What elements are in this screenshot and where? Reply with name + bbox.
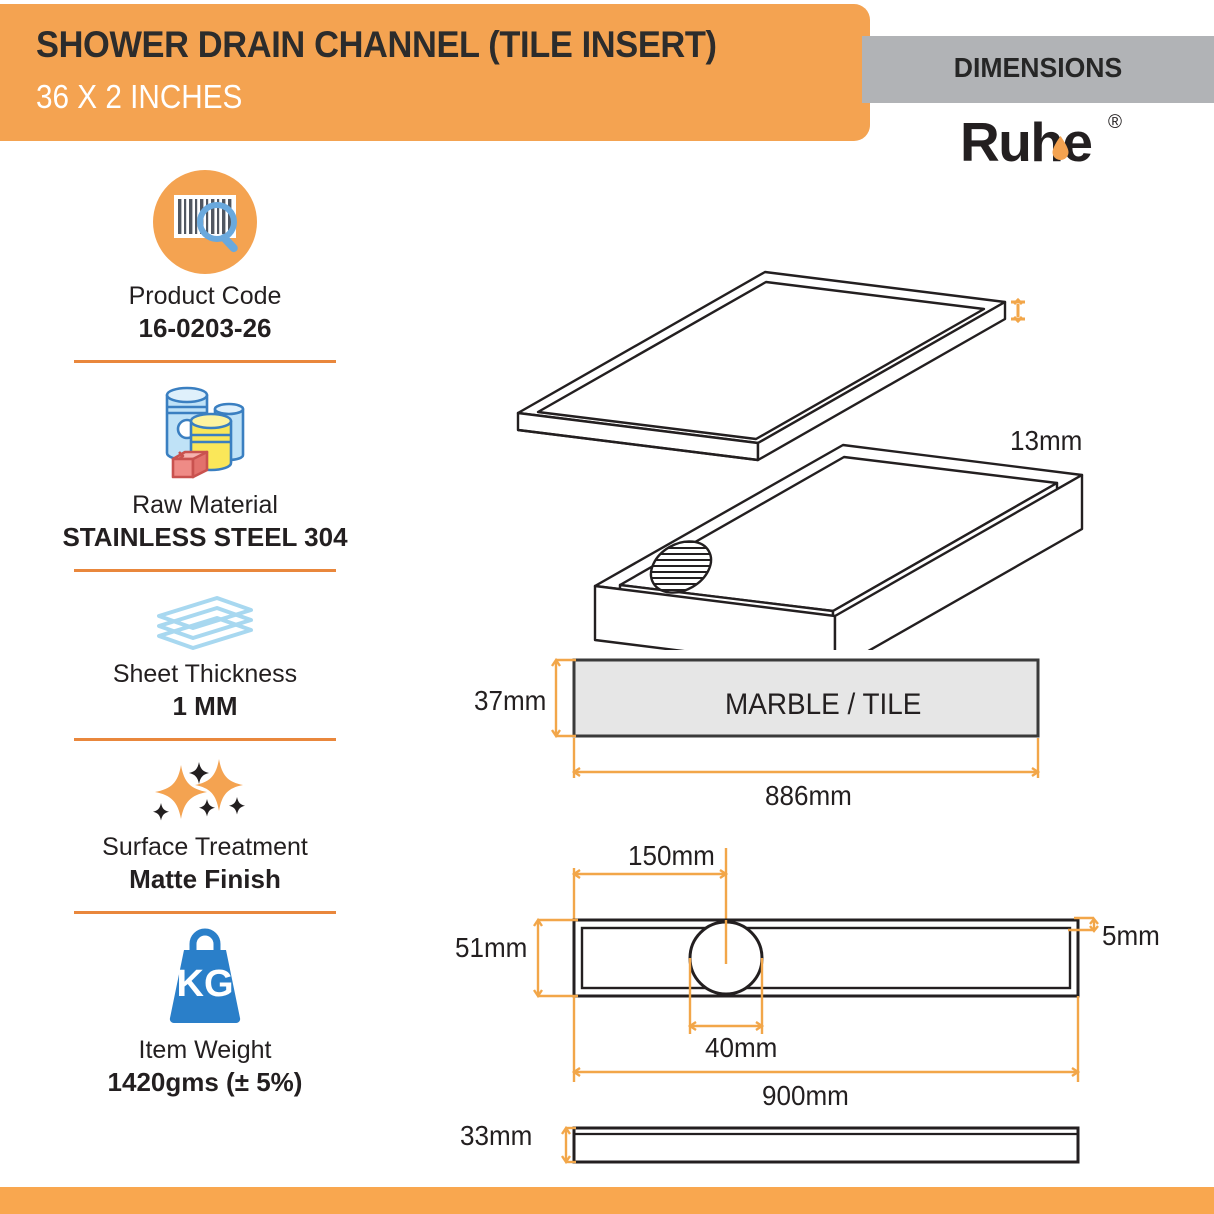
header-orange-panel xyxy=(0,4,870,141)
dim-line-51mm xyxy=(533,917,578,999)
spec-divider xyxy=(74,910,336,914)
spec-label: Item Weight xyxy=(138,1035,272,1064)
brand-logo: Ruhe ® xyxy=(960,110,1140,173)
brand-wordmark: Ruhe xyxy=(960,111,1093,173)
registered-trademark-icon: ® xyxy=(1108,112,1122,133)
barrels-box-icon xyxy=(165,386,245,479)
dim-label-5mm: 5mm xyxy=(1102,920,1160,951)
dimensions-bar: DIMENSIONS xyxy=(862,36,1214,103)
footer-bar xyxy=(0,1187,1214,1214)
spec-divider xyxy=(74,737,336,741)
spec-item-raw-material: Raw Material STAINLESS STEEL 304 xyxy=(55,379,355,572)
dim-label-13mm: 13mm xyxy=(1010,425,1083,456)
dim-line-900mm xyxy=(571,996,1081,1082)
spec-sidebar: Product Code 16-0203-26 xyxy=(55,170,355,1098)
side-profile-drawing xyxy=(561,1125,1080,1165)
tile-section-drawing xyxy=(551,657,1041,778)
spec-item-surface-treatment: Surface Treatment Matte Finish xyxy=(55,757,355,914)
dim-line-37mm xyxy=(551,657,576,739)
sparkle-stars-icon xyxy=(153,758,245,821)
spec-value: 1 MM xyxy=(172,690,238,721)
spec-item-sheet-thickness: Sheet Thickness 1 MM xyxy=(55,590,355,741)
spec-icon-wrap xyxy=(55,757,355,825)
spec-label: Raw Material xyxy=(132,490,278,519)
spec-divider xyxy=(74,359,336,363)
dim-line-886mm xyxy=(571,738,1041,778)
top-view-drawing xyxy=(533,848,1099,1082)
dim-label-900mm: 900mm xyxy=(762,1080,849,1111)
spec-icon-wrap: KG xyxy=(55,928,355,1028)
dim-line-40mm xyxy=(687,958,765,1034)
page-subtitle: 36 X 2 INCHES xyxy=(36,78,243,115)
droplet-icon xyxy=(1052,136,1069,160)
body-front-wall xyxy=(593,584,837,650)
isometric-assembly-drawing xyxy=(516,270,1084,650)
dim-label-40mm: 40mm xyxy=(705,1032,778,1063)
spec-item-product-code: Product Code 16-0203-26 xyxy=(55,170,355,363)
page-title: SHOWER DRAIN CHANNEL (TILE INSERT) xyxy=(36,24,717,65)
dim-line-5mm xyxy=(1068,916,1099,933)
dim-label-33mm: 33mm xyxy=(460,1120,533,1151)
barcode-magnifier-icon xyxy=(153,170,257,274)
dim-label-51mm: 51mm xyxy=(455,932,528,963)
stacked-sheets-icon xyxy=(157,595,253,650)
body-right-wall xyxy=(833,473,1084,650)
dim-label-886mm: 886mm xyxy=(765,780,852,811)
drain-hole-icon xyxy=(641,540,721,594)
dim-label-150mm: 150mm xyxy=(628,840,715,871)
technical-drawings-area: 13mm 37mm 886mm MARBLE / TILE xyxy=(380,160,1214,1180)
dim-line-33mm xyxy=(561,1125,576,1165)
spec-value: 16-0203-26 xyxy=(138,312,272,343)
tile-fill-label: MARBLE / TILE xyxy=(725,688,922,721)
spec-value: 1420gms (± 5%) xyxy=(107,1066,303,1097)
spec-label: Surface Treatment xyxy=(102,832,308,861)
spec-icon-wrap xyxy=(55,379,355,483)
thickness-marker-13mm xyxy=(1011,297,1025,324)
kg-weight-icon-text: KG xyxy=(177,963,234,1005)
top-view-inner-frame xyxy=(580,926,1072,990)
spec-item-item-weight: KG Item Weight 1420gms (± 5%) xyxy=(55,928,355,1098)
spec-divider xyxy=(74,568,336,572)
spec-value: Matte Finish xyxy=(129,863,281,894)
spec-icon-wrap xyxy=(55,590,355,652)
dimensions-label: DIMENSIONS xyxy=(953,52,1123,83)
dim-label-37mm: 37mm xyxy=(474,685,547,716)
tray-right-wall xyxy=(756,300,1007,462)
tile-rectangle xyxy=(572,658,1040,738)
spec-value: STAINLESS STEEL 304 xyxy=(62,521,348,552)
spec-icon-wrap xyxy=(55,170,355,274)
spec-label: Sheet Thickness xyxy=(112,659,298,688)
kg-weight-icon: KG xyxy=(169,928,241,1023)
spec-label: Product Code xyxy=(128,282,282,310)
